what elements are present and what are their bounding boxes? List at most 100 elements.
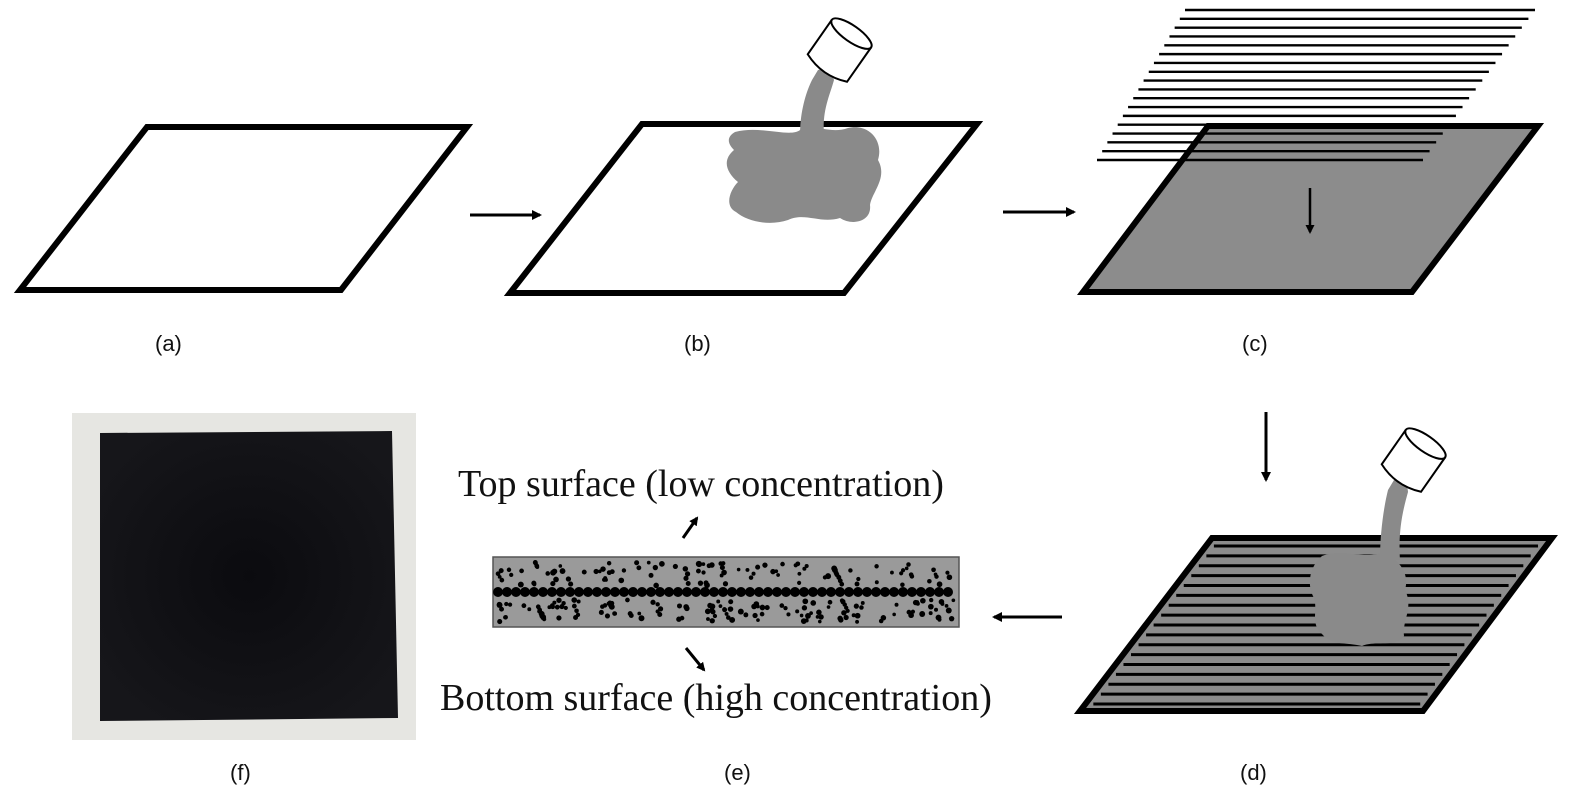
particle bbox=[604, 613, 611, 619]
particle bbox=[793, 563, 798, 568]
fiber-particle bbox=[898, 587, 908, 597]
pouring-cup-icon bbox=[806, 17, 873, 83]
particle bbox=[845, 608, 850, 613]
particle bbox=[840, 599, 845, 605]
particle bbox=[826, 605, 831, 609]
particle bbox=[724, 611, 729, 616]
particle bbox=[556, 597, 562, 603]
arrow-down-right-icon bbox=[684, 647, 706, 672]
fiber-layer-stack bbox=[1097, 8, 1535, 162]
fiber-particle bbox=[835, 587, 845, 597]
liquid-stream-d bbox=[1380, 479, 1408, 560]
pouring-cup-icon bbox=[1380, 427, 1447, 493]
panel-e: Top surface (low concentration) Bottom s… bbox=[440, 463, 992, 719]
fiber-particle bbox=[862, 587, 872, 597]
particle bbox=[853, 603, 859, 609]
fiber-particle bbox=[916, 587, 926, 597]
fiber-particle bbox=[673, 587, 683, 597]
particle bbox=[695, 560, 702, 567]
particle bbox=[855, 619, 860, 624]
particle bbox=[550, 604, 555, 610]
particle bbox=[558, 564, 563, 568]
panel-label-e: (e) bbox=[724, 760, 751, 785]
panel-label-a: (a) bbox=[155, 331, 182, 356]
particle bbox=[947, 575, 952, 580]
particle bbox=[745, 567, 750, 572]
particle bbox=[848, 568, 853, 573]
fiber-particle bbox=[682, 587, 692, 597]
fiber-particle bbox=[592, 587, 602, 597]
particle bbox=[839, 581, 845, 587]
fiber-particle bbox=[664, 587, 674, 597]
particle-distribution bbox=[493, 560, 956, 625]
fiber-particle bbox=[790, 587, 800, 597]
particle bbox=[937, 617, 942, 622]
particle bbox=[904, 566, 909, 571]
particle bbox=[920, 597, 926, 604]
particle bbox=[636, 565, 642, 571]
fiber-particle bbox=[754, 587, 764, 597]
panel-label-b: (b) bbox=[684, 331, 711, 356]
particle bbox=[556, 615, 562, 621]
particle bbox=[756, 618, 760, 622]
particle bbox=[929, 597, 934, 603]
particle bbox=[598, 609, 604, 615]
particle bbox=[506, 567, 512, 572]
particle bbox=[797, 571, 802, 576]
particle bbox=[710, 609, 716, 615]
particle bbox=[805, 612, 811, 619]
particle bbox=[838, 617, 844, 623]
particle bbox=[894, 602, 899, 607]
particle bbox=[910, 609, 916, 614]
particle bbox=[497, 618, 503, 625]
particle bbox=[854, 612, 861, 619]
particle bbox=[684, 571, 691, 577]
particle bbox=[683, 575, 689, 581]
particle bbox=[722, 581, 729, 587]
particle bbox=[581, 569, 587, 575]
particle bbox=[900, 582, 905, 588]
particle bbox=[900, 568, 906, 573]
particle bbox=[565, 576, 572, 582]
particle bbox=[919, 611, 926, 617]
particle bbox=[659, 560, 665, 567]
particle bbox=[704, 608, 711, 615]
particle bbox=[621, 568, 627, 573]
particle bbox=[551, 568, 558, 575]
particle bbox=[527, 607, 532, 612]
particle bbox=[854, 581, 860, 587]
particle bbox=[559, 568, 566, 574]
particle bbox=[931, 567, 936, 573]
particle bbox=[859, 605, 864, 610]
particle bbox=[825, 573, 832, 580]
particle bbox=[802, 598, 809, 605]
particle bbox=[786, 612, 791, 617]
particle bbox=[899, 571, 904, 576]
particle bbox=[927, 578, 932, 584]
particle bbox=[655, 609, 660, 614]
fiber-particle bbox=[583, 587, 593, 597]
particle bbox=[818, 614, 824, 620]
particle bbox=[517, 581, 524, 588]
particle bbox=[554, 604, 560, 610]
particle bbox=[563, 605, 568, 611]
particle bbox=[944, 603, 949, 608]
particle bbox=[695, 568, 701, 574]
fiber-particle bbox=[565, 587, 575, 597]
particle bbox=[499, 577, 505, 583]
particle bbox=[697, 580, 704, 586]
particle bbox=[571, 597, 578, 603]
particle bbox=[672, 563, 678, 570]
particle bbox=[795, 609, 800, 614]
particle bbox=[755, 564, 761, 570]
bottom-surface-label: Bottom surface (high concentration) bbox=[440, 677, 992, 719]
fiber-particle bbox=[772, 587, 782, 597]
particle bbox=[880, 615, 887, 621]
fiber-particle bbox=[700, 587, 710, 597]
fiber-particle bbox=[745, 587, 755, 597]
particle bbox=[722, 607, 728, 613]
fiber-particle bbox=[502, 587, 512, 597]
particle bbox=[940, 601, 945, 606]
